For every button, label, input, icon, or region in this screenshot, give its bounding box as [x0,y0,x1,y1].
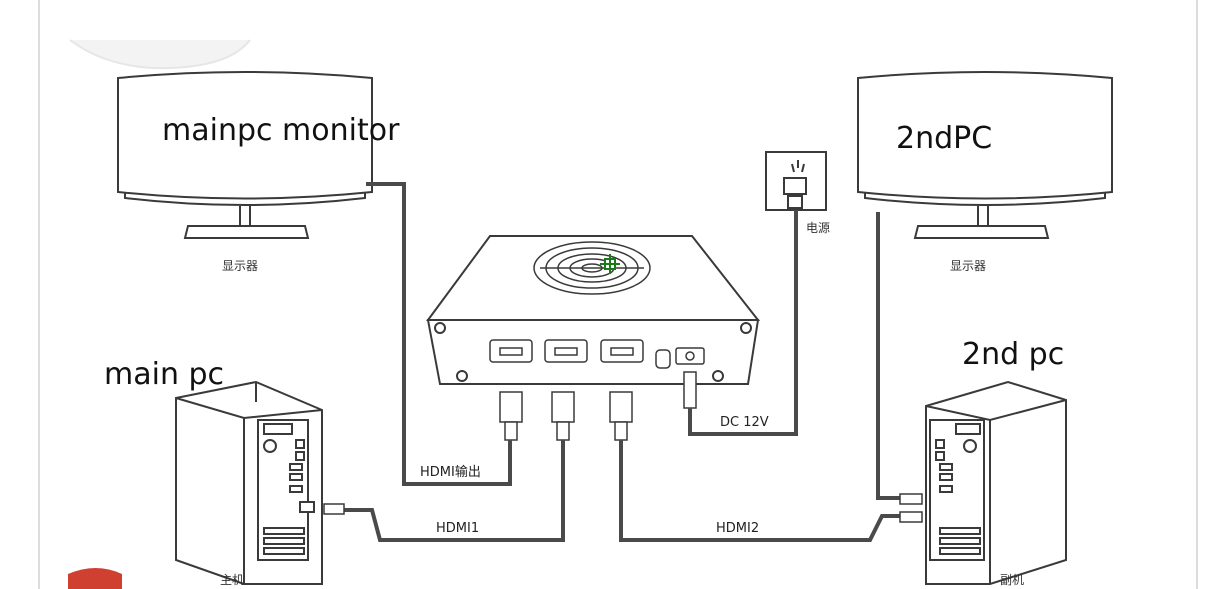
cable-hdmi-out [366,182,512,486]
cable-hdmi1 [342,440,565,542]
kvm-switch-box [426,235,761,385]
second-monitor [857,71,1113,239]
cropped-decoration [69,39,251,70]
usb-c-port [655,349,671,369]
main-monitor [117,71,373,239]
main-pc-hdmi-connector [323,503,345,515]
host-cn-label: 主机 [220,573,245,587]
main-pc-label: main pc [104,357,225,392]
dc-port [675,347,705,365]
hdmi-port-2 [600,339,644,363]
hdmi-plug-out [499,391,523,441]
move-cursor-icon [600,254,620,274]
partial-red-logo [68,568,122,589]
main-monitor-label: mainpc monitor [162,113,400,148]
monitor-cn-label-right: 显示器 [950,259,987,273]
hdmi1-label: HDMI1 [436,521,480,536]
fan-grille-icon [533,241,651,295]
power-cn-label: 电源 [806,221,831,235]
second-monitor-label: 2ndPC [896,121,993,156]
second-pc-label: 2nd pc [962,337,1065,372]
hdmi-port-1 [544,339,588,363]
hdmi2-label: HDMI2 [716,521,760,536]
dc-12v-label: DC 12V [720,415,769,430]
cable-dc [688,210,798,436]
right-border-line [1196,0,1198,589]
power-outlet-icon [765,151,827,211]
hdmi-plug-1 [551,391,575,441]
cable-monitor2 [876,212,900,500]
sub-host-cn-label: 副机 [1000,573,1025,587]
dc-plug [683,371,697,409]
monitor-cn-label-left: 显示器 [222,259,259,273]
left-border-line [38,0,40,589]
hdmi-out-label: HDMI输出 [420,465,481,480]
hdmi-port-out [489,339,533,363]
second-pc-tower [925,380,1067,585]
cable-hdmi2 [619,440,900,542]
hdmi-plug-2 [609,391,633,441]
main-pc-tower [175,380,323,585]
second-pc-connectors [899,493,923,523]
